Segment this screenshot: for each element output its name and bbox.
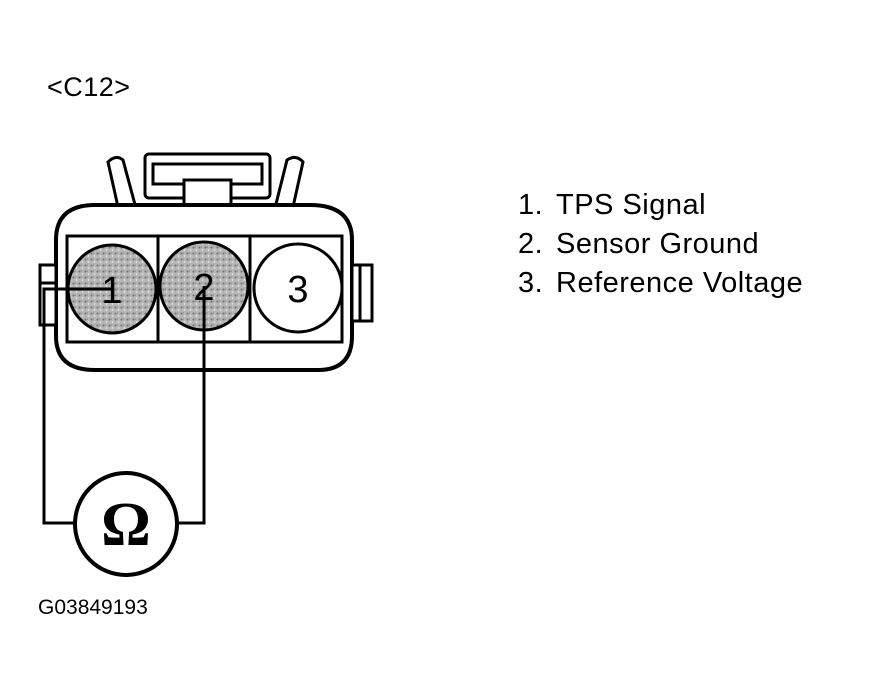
ohm-symbol: Ω bbox=[101, 491, 151, 559]
legend-item: 2.Sensor Ground bbox=[518, 228, 760, 260]
pin-3-label: 3 bbox=[287, 269, 308, 311]
meter-lead-1 bbox=[42, 287, 112, 525]
connector-id-label: <C12> bbox=[47, 72, 131, 102]
legend-item: 1.TPS Signal bbox=[518, 189, 707, 221]
legend-item: 3.Reference Voltage bbox=[518, 267, 804, 299]
pin-1-label: 1 bbox=[101, 270, 122, 312]
figure-id: G03849193 bbox=[38, 596, 148, 619]
pin-legend: 1.TPS Signal 2.Sensor Ground 3.Reference… bbox=[518, 186, 803, 303]
meter-lead-2 bbox=[175, 286, 206, 525]
connector-lock-tab bbox=[143, 152, 272, 214]
pin-3: 3 bbox=[252, 242, 344, 334]
ohmmeter-icon: Ω bbox=[73, 471, 179, 577]
connector-key-right bbox=[350, 263, 374, 323]
connector-key-left bbox=[38, 263, 58, 327]
